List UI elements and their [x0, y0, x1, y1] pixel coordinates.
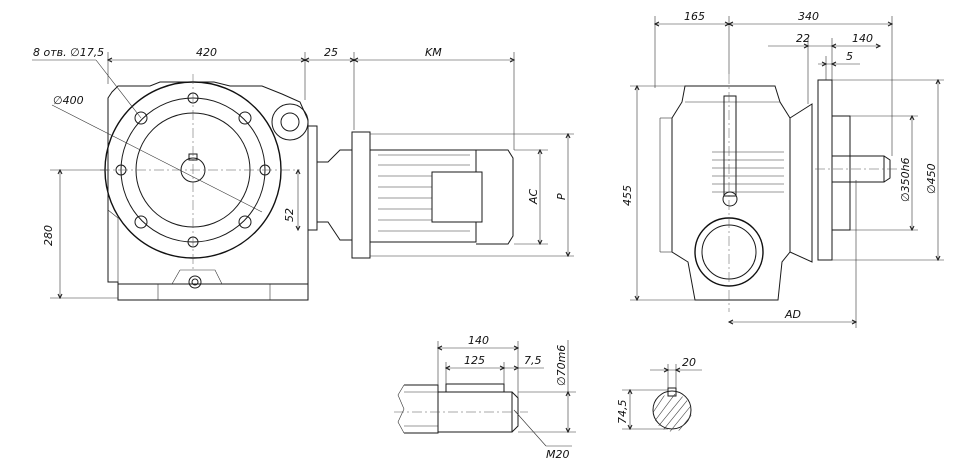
front-view-dimensions: 420 25 KM 8 отв. ∅17,5 ∅400 280 52 AC P	[32, 46, 574, 300]
drain-plug	[188, 275, 202, 289]
dim-motor-ac: AC	[527, 188, 540, 205]
dim-thread: M20	[546, 448, 570, 461]
side-rib-vertical	[723, 95, 737, 197]
dim-key-offset: 7,5	[524, 354, 542, 367]
side-fins	[712, 151, 784, 193]
dim-motor-p: P	[555, 193, 568, 200]
dim-holes: 8 отв. ∅17,5	[33, 46, 104, 59]
dim-left-width: 165	[684, 10, 705, 23]
dim-width: 420	[196, 46, 217, 59]
dim-bolt-circle: ∅400	[53, 94, 84, 107]
section-dimensions: 20 74,5	[616, 356, 702, 431]
dim-flange-diameter: ∅450	[925, 163, 938, 194]
dim-height: 280	[42, 225, 55, 246]
dim-offset: 25	[324, 46, 338, 59]
shaft-detail	[394, 383, 528, 434]
dim-shaft-detail-length: 140	[468, 334, 489, 347]
dim-motor-ad: AD	[784, 308, 801, 321]
shaft-section	[652, 387, 692, 432]
dim-key-length: 125	[464, 354, 485, 367]
dim-flange-offset: 52	[283, 208, 296, 222]
shaft-detail-dimensions: 140 125 7,5 ∅70m6 M20	[436, 334, 576, 461]
dim-key-depth: 74,5	[616, 400, 629, 425]
dim-shaft-diameter: ∅70m6	[555, 345, 568, 386]
side-view-dimensions: 165 340 22 140 5 455 ∅350h6 ∅450 AD	[621, 10, 944, 328]
adapter-flange	[307, 125, 318, 231]
front-view	[100, 74, 514, 301]
dim-total-width: 340	[798, 10, 819, 23]
side-breather	[722, 191, 738, 207]
section-hatching	[653, 394, 692, 432]
terminal-box	[431, 171, 483, 223]
dim-key-width: 20	[682, 356, 696, 369]
section-keyway	[667, 387, 677, 397]
side-housing	[671, 85, 791, 301]
adapter	[317, 149, 353, 241]
side-view	[659, 74, 900, 312]
motor-fan-cover	[476, 149, 514, 245]
dim-pilot-diameter: ∅350h6	[899, 157, 912, 202]
shaft-key	[445, 383, 505, 393]
dim-motor-length: KM	[425, 46, 442, 59]
dim-shaft-step: 5	[846, 50, 853, 63]
side-flange	[817, 79, 833, 261]
gearbox-base	[117, 283, 309, 301]
motor-flange	[351, 131, 371, 259]
bearing-lug	[271, 103, 309, 141]
dim-flange-thickness: 22	[796, 32, 810, 45]
dim-side-height: 455	[621, 185, 634, 206]
dim-shaft-length: 140	[852, 32, 873, 45]
